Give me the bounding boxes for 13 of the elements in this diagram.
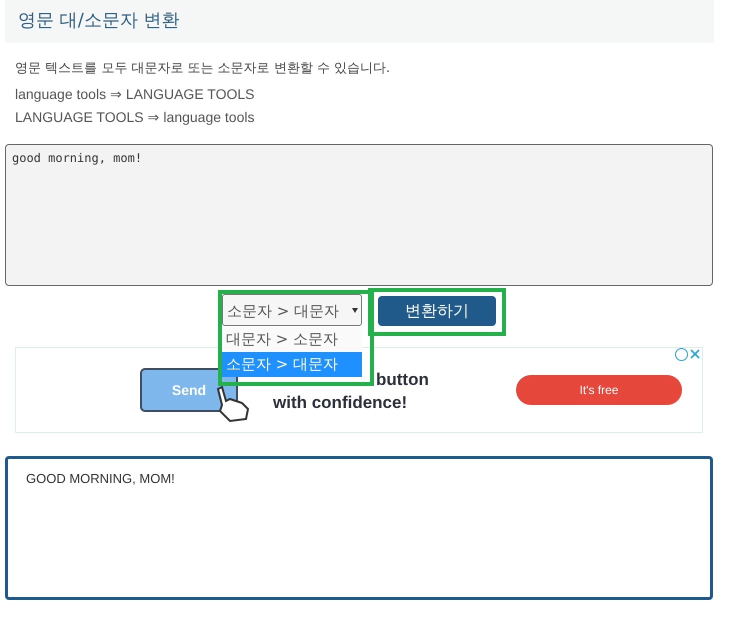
input-field: good morning, mom! <box>5 144 713 286</box>
convert-button: 변환하기 <box>378 296 496 326</box>
page-title: 영문 대/소문자 변환 <box>18 9 180 32</box>
output-field: GOOD MORNING, MOM! <box>5 456 713 600</box>
example-text: language tools ⇒ LANGUAGE TOOLS <box>15 86 254 102</box>
dropdown-option: 대문자 > 소문자 <box>222 327 362 352</box>
dropdown-option: 소문자 > 대문자 <box>222 352 362 377</box>
example-text: LANGUAGE TOOLS ⇒ language tools <box>15 109 254 125</box>
ad-cta-button: It's free <box>516 375 682 405</box>
description-text: 영문 텍스트를 모두 대문자로 또는 소문자로 변환할 수 있습니다. <box>15 60 390 77</box>
ad-headline: button <box>376 370 429 390</box>
ad-headline: with confidence! <box>273 393 408 413</box>
dropdown-select: 소문자 > 대문자 <box>222 294 362 326</box>
